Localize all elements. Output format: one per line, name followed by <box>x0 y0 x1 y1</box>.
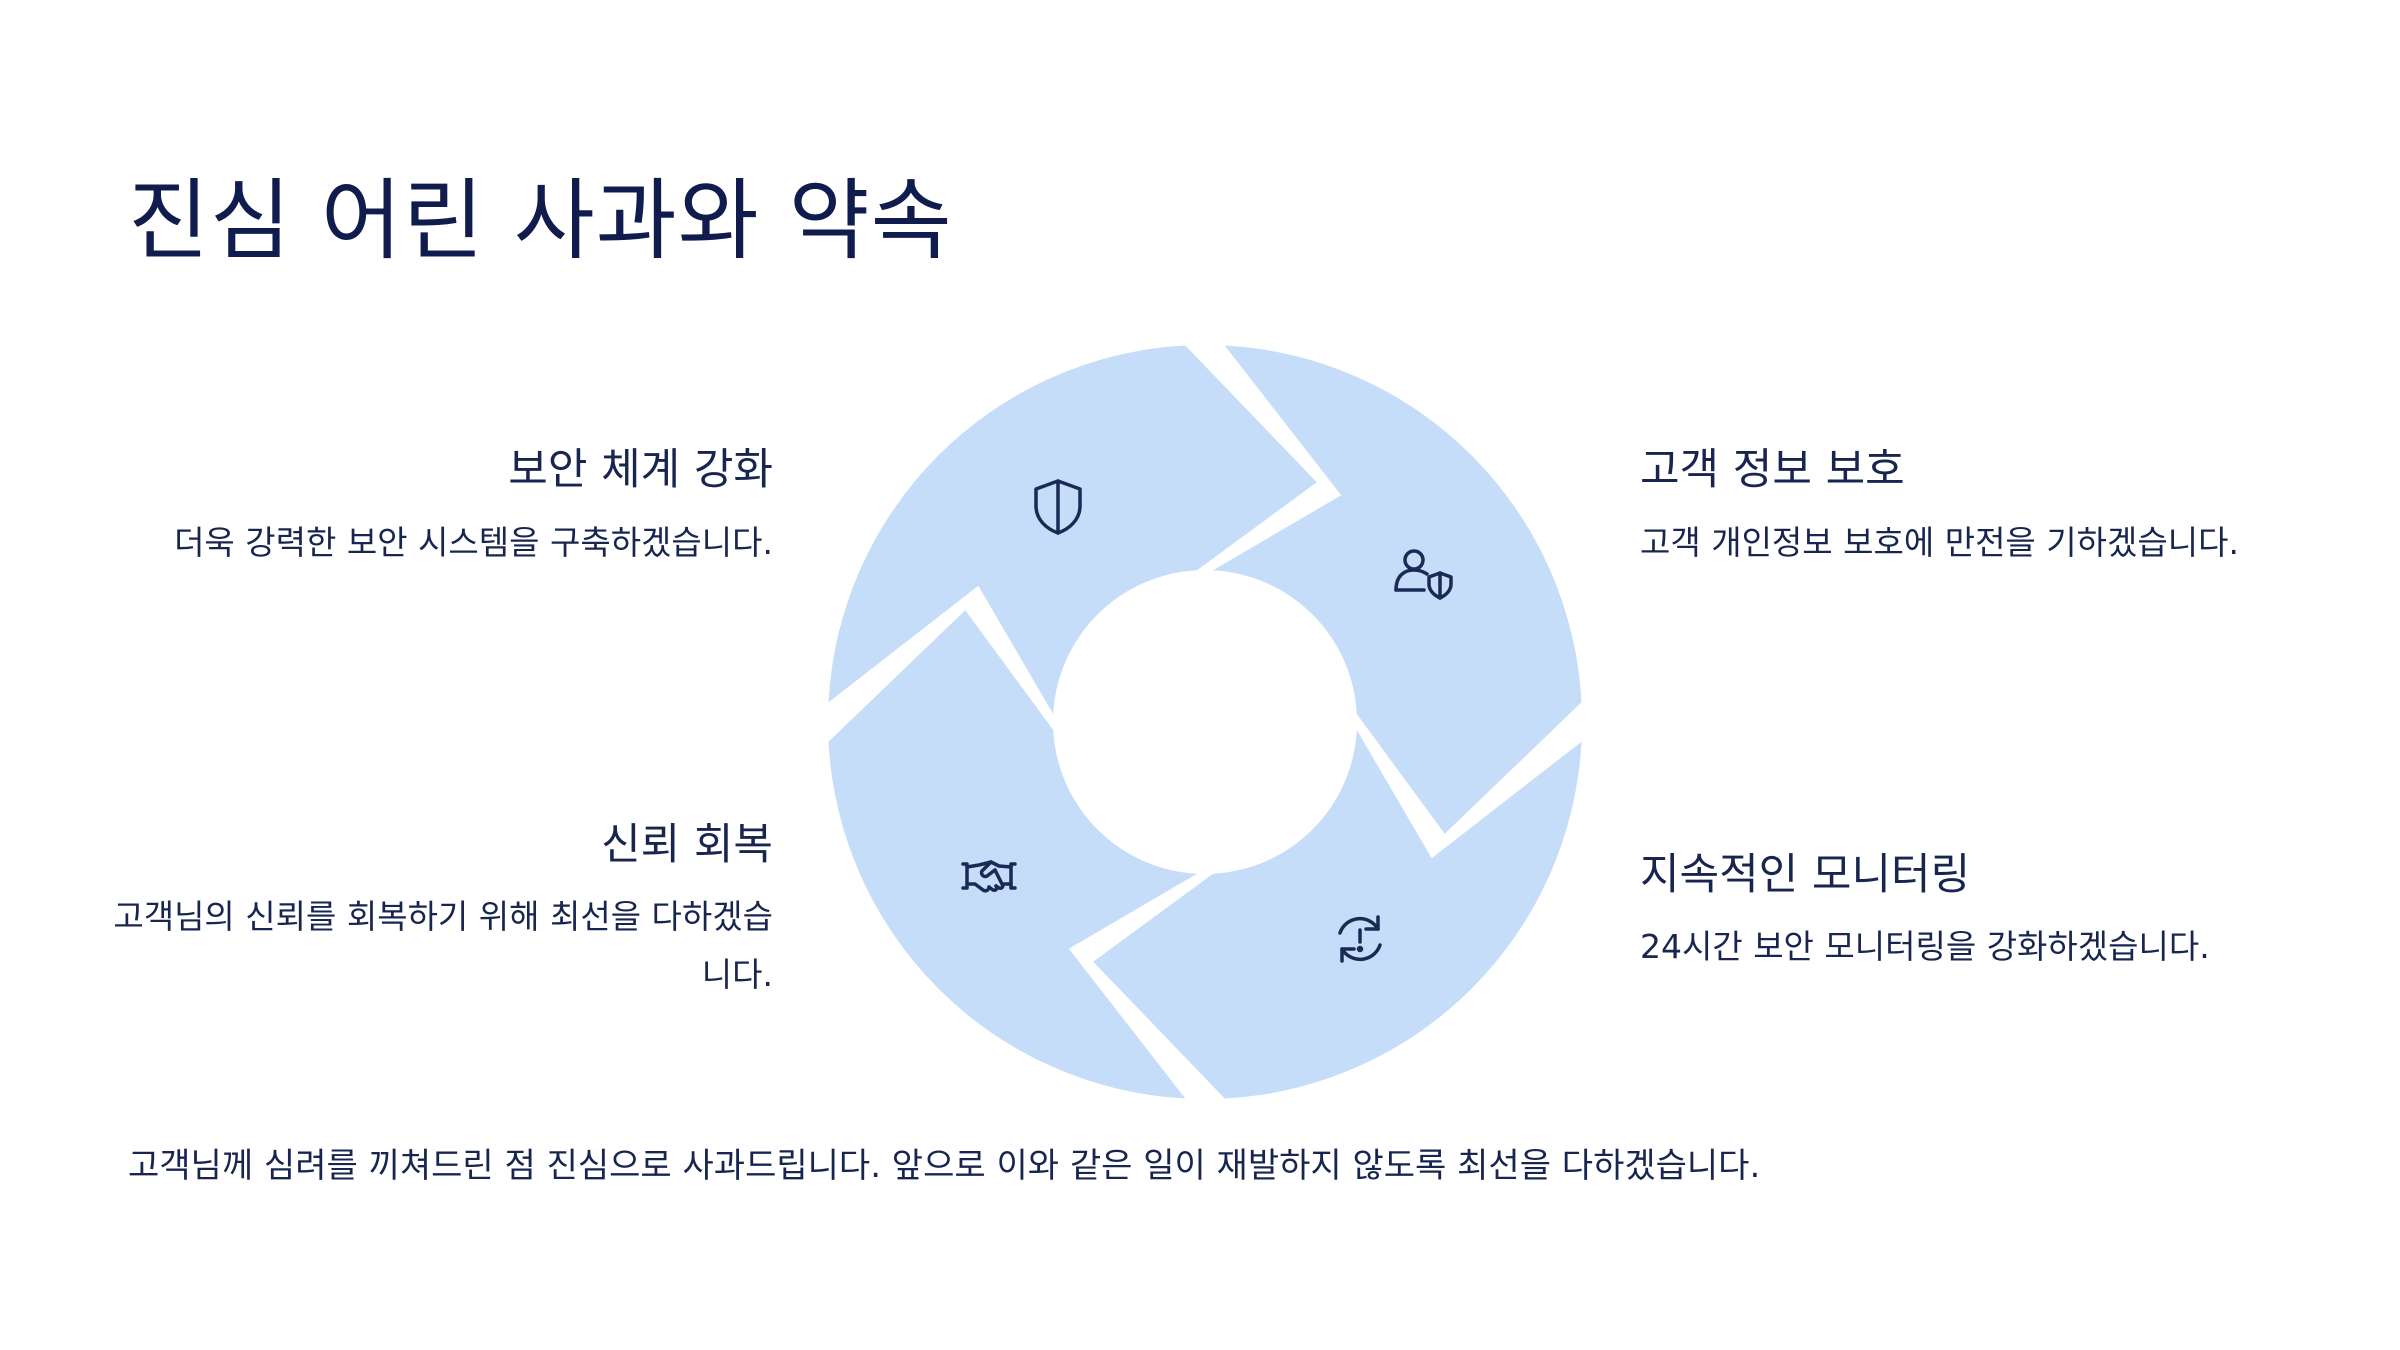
item-title-monitoring: 지속적인 모니터링 <box>1640 850 1971 900</box>
segment-bottom-left <box>828 610 1197 1099</box>
segment-bottom-right <box>1093 730 1582 1099</box>
handshake-icon <box>961 860 1017 893</box>
cycle-segments <box>828 345 1582 1099</box>
item-description-security: 더욱 강력한 보안 시스템을 구축하겠습니다. <box>174 523 773 562</box>
footer-apology-text: 고객님께 심려를 끼쳐드린 점 진심으로 사과드립니다. 앞으로 이와 같은 일… <box>128 1146 1761 1186</box>
shield-icon <box>1034 479 1082 535</box>
user-shield-icon <box>1394 549 1453 600</box>
item-title-customer-info: 고객 정보 보호 <box>1640 445 1905 495</box>
segment-top-left <box>828 345 1317 714</box>
item-description-trust: 고객님의 신뢰를 회복하기 위해 최선을 다하겠습니다. <box>113 897 773 994</box>
item-title-security: 보안 체계 강화 <box>508 445 773 495</box>
item-title-trust: 신뢰 회복 <box>601 820 773 870</box>
item-description-monitoring: 24시간 보안 모니터링을 강화하겠습니다. <box>1640 927 2210 966</box>
slide-title: 진심 어린 사과와 약속 <box>128 169 953 272</box>
item-description-customer-info: 고객 개인정보 보호에 만전을 기하겠습니다. <box>1640 523 2239 562</box>
cycle-icons <box>961 479 1453 963</box>
refresh-alert-icon <box>1338 915 1382 963</box>
